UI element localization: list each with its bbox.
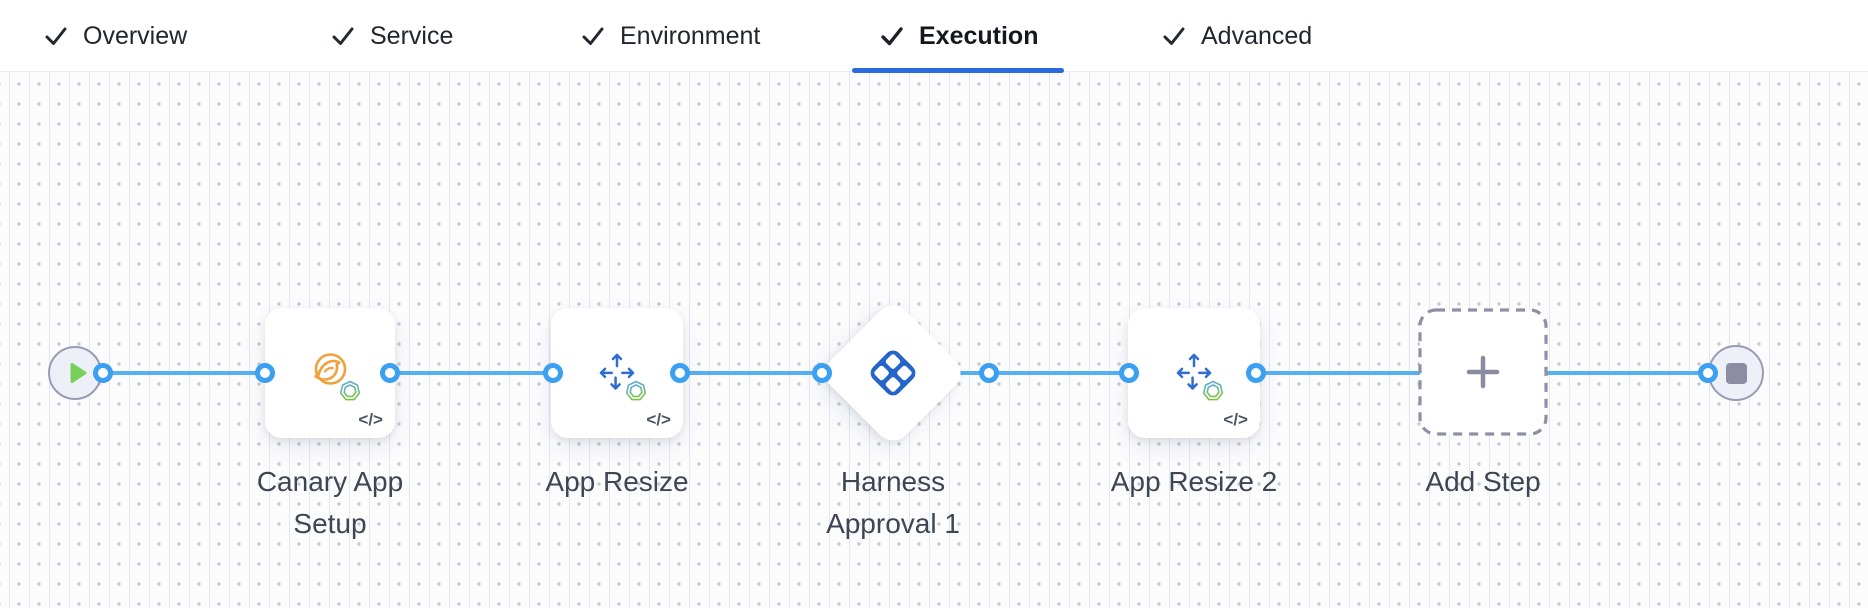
step-node-canary-app-setup[interactable]: </> — [265, 308, 395, 438]
code-template-icon: </> — [646, 410, 671, 429]
tab-label: Execution — [919, 21, 1039, 50]
node-label-harness-approval-1: Harness Approval 1 — [826, 466, 960, 539]
add-step-button[interactable] — [1418, 308, 1548, 436]
stage-tabbar: Overview Service Environment Execution A… — [0, 0, 1868, 73]
check-icon — [582, 27, 604, 45]
check-icon — [1163, 27, 1185, 45]
move-arrows-icon — [599, 353, 635, 390]
tab-execution[interactable]: Execution — [852, 0, 1065, 73]
check-icon — [45, 27, 67, 45]
step-node-harness-approval-1[interactable] — [818, 298, 968, 448]
step-node-app-resize-2[interactable]: </> — [1128, 308, 1260, 438]
tab-label: Advanced — [1201, 21, 1313, 50]
canary-icon — [314, 353, 347, 385]
tab-service[interactable]: Service — [303, 0, 479, 72]
connector-port[interactable] — [380, 363, 400, 383]
connector-port[interactable] — [1246, 363, 1266, 383]
connector-port[interactable] — [1119, 363, 1139, 383]
connector-port[interactable] — [255, 363, 275, 383]
node-label-canary-app-setup: Canary App Setup — [256, 466, 404, 539]
check-icon — [332, 27, 354, 45]
tab-advanced[interactable]: Advanced — [1134, 0, 1338, 72]
code-template-icon: </> — [358, 410, 383, 429]
tab-label: Overview — [83, 21, 188, 50]
node-label-app-resize: App Resize — [545, 466, 689, 497]
stop-icon — [1725, 362, 1747, 384]
move-arrows-icon — [1176, 353, 1212, 390]
pipeline-canvas[interactable]: </> </> — [0, 72, 1868, 608]
tab-label: Service — [370, 21, 454, 50]
node-label-add-step: Add Step — [1425, 466, 1541, 497]
pipeline-start-node — [48, 346, 102, 400]
step-node-app-resize[interactable]: </> — [551, 308, 683, 438]
gear-icon — [1202, 380, 1224, 407]
play-icon — [70, 363, 86, 383]
connector-port[interactable] — [543, 363, 563, 383]
tab-overview[interactable]: Overview — [16, 0, 213, 72]
connector-port[interactable] — [812, 363, 832, 383]
active-tab-indicator — [852, 68, 1065, 73]
gear-icon — [625, 380, 647, 407]
plus-icon — [1463, 352, 1503, 392]
gear-icon — [339, 380, 361, 407]
node-label-app-resize-2: App Resize 2 — [1110, 466, 1278, 497]
code-template-icon: </> — [1223, 410, 1248, 429]
connector-port[interactable] — [979, 363, 999, 383]
connector-port[interactable] — [670, 363, 690, 383]
tab-label: Environment — [620, 21, 761, 50]
connector-port[interactable] — [93, 363, 113, 383]
check-icon — [881, 27, 903, 46]
tab-environment[interactable]: Environment — [553, 0, 786, 72]
connector-port[interactable] — [1698, 363, 1718, 383]
